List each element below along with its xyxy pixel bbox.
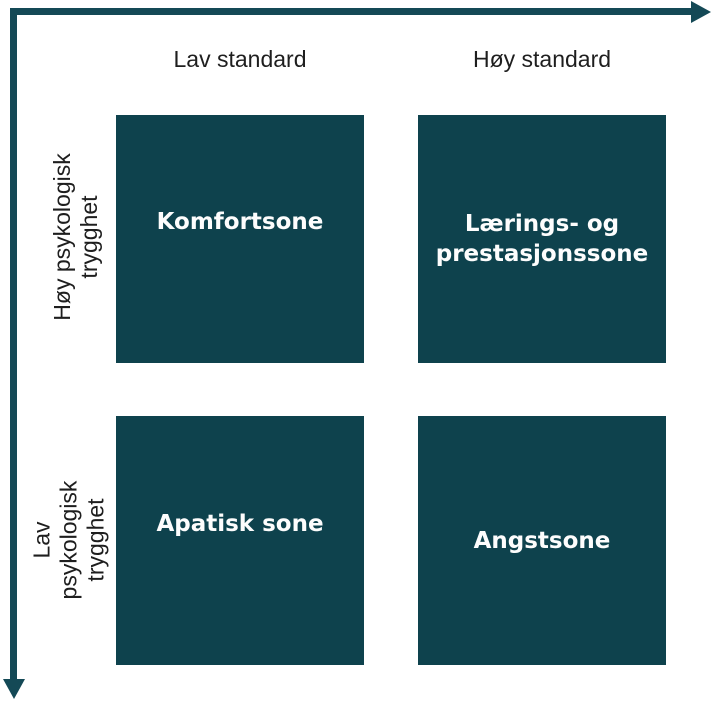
y-axis-label-high-safety: Høy psykologisk trygghet — [49, 153, 102, 321]
y-axis-arrow-icon — [3, 679, 25, 699]
quadrant-anxiety-zone-label: Angstsone — [473, 527, 611, 554]
quadrant-learning-performance-zone-label: Lærings- og prestasjonssone — [435, 211, 649, 267]
y-axis-line — [10, 8, 17, 680]
quadrant-apathy-zone-label: Apatisk sone — [156, 510, 324, 537]
y-axis-label-low-safety: Lav psykologisk trygghet — [28, 480, 109, 600]
x-axis-label-high-standard: Høy standard — [472, 46, 612, 72]
x-axis-label-low-standard: Lav standard — [173, 46, 307, 72]
quadrant-comfort-zone: Komfortsone — [116, 115, 364, 363]
x-axis-line — [10, 8, 692, 15]
x-axis-arrow-icon — [691, 1, 711, 23]
quadrant-learning-performance-zone: Lærings- og prestasjonssone — [418, 115, 666, 363]
quadrant-anxiety-zone: Angstsone — [418, 416, 666, 665]
quadrant-apathy-zone: Apatisk sone — [116, 416, 364, 665]
quadrant-comfort-zone-label: Komfortsone — [156, 209, 324, 235]
